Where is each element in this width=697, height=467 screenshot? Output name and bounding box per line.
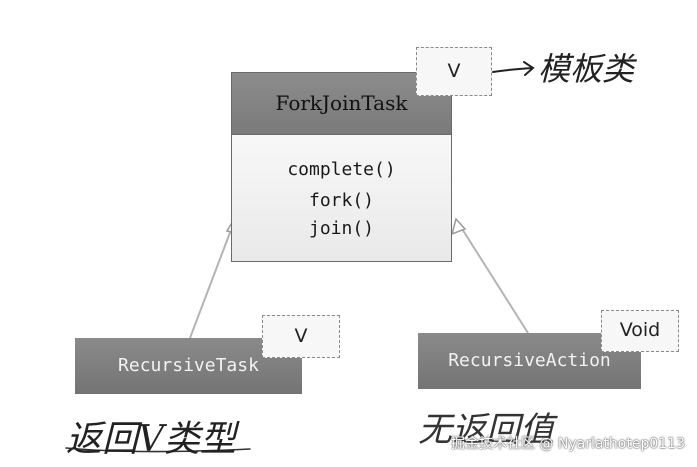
template-class-note: 模板类 xyxy=(538,50,635,88)
method-join: join() xyxy=(308,218,375,239)
recursivetask-note: 返回V类型 xyxy=(66,419,236,460)
handwritten-arrow xyxy=(492,61,535,76)
recursiveaction-note: 无返回值 xyxy=(418,410,554,450)
inheritance-line-recursive-action xyxy=(458,223,529,334)
forkjointask-class-name: ForkJoinTask xyxy=(232,73,451,135)
method-fork: fork() xyxy=(308,190,375,211)
recursivetask-type-param: V xyxy=(262,315,340,358)
recursiveaction-type-param: Void xyxy=(601,310,679,352)
forkjointask-class: ForkJoinTask complete() fork() join() xyxy=(231,72,452,262)
inheritance-arrow-right xyxy=(450,217,467,236)
watermark: 掘金技术社区 @ Nyarlathotep0113 xyxy=(450,436,685,452)
forkjointask-type-param: V xyxy=(416,47,492,96)
inheritance-line-recursive-task xyxy=(189,221,235,339)
method-complete: complete() xyxy=(287,159,396,180)
note-underline-recursive-task xyxy=(65,447,251,453)
